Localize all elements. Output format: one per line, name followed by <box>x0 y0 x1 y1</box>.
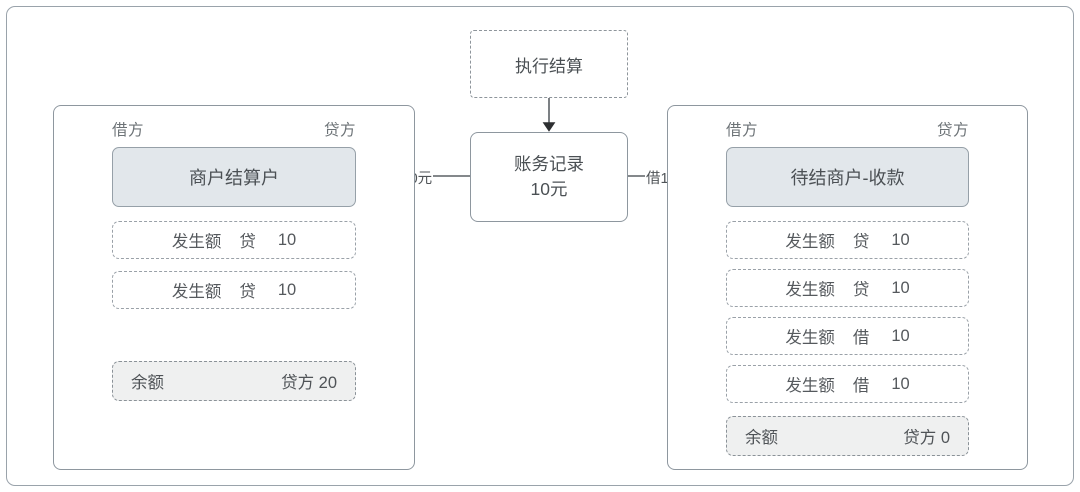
right-column-headers: 借方 贷方 <box>668 118 1027 140</box>
right-entry-1-direction: 贷 <box>852 233 870 251</box>
right-balance-label: 余额 <box>745 429 778 447</box>
left-entry-row-1[interactable]: 发生额 贷 10 <box>112 221 356 259</box>
right-entry-2-label: 发生额 <box>785 281 835 299</box>
left-balance-row[interactable]: 余额 贷方 20 <box>112 361 356 401</box>
right-balance-value: 贷方 0 <box>903 429 950 447</box>
right-entry-4-direction: 借 <box>852 377 870 395</box>
right-entry-row-2[interactable]: 发生额 贷 10 <box>726 269 969 307</box>
left-balance-value: 贷方 20 <box>281 374 337 392</box>
right-account-title-box[interactable]: 待结商户-收款 <box>726 147 969 207</box>
left-entry-1-direction: 贷 <box>239 233 256 251</box>
right-entry-row-1[interactable]: 发生额 贷 10 <box>726 221 969 259</box>
right-balance-row[interactable]: 余额 贷方 0 <box>726 416 969 456</box>
account-panel-left: 借方 贷方 商户结算户 发生额 贷 10 发生额 贷 10 余额 贷方 20 <box>53 105 415 470</box>
accounting-record-amount: 10元 <box>530 179 568 199</box>
right-entry-1-label: 发生额 <box>785 233 835 251</box>
left-entry-1-amount: 10 <box>277 230 297 249</box>
right-entry-row-3[interactable]: 发生额 借 10 <box>726 317 969 355</box>
right-entry-4-label: 发生额 <box>785 377 835 395</box>
accounting-record-node[interactable]: 账务记录 10元 <box>470 132 628 222</box>
right-account-title-label: 待结商户-收款 <box>790 168 905 188</box>
right-entry-3-label: 发生额 <box>785 329 835 347</box>
left-entry-row-2[interactable]: 发生额 贷 10 <box>112 271 356 309</box>
left-balance-label: 余额 <box>131 374 164 392</box>
right-entry-3-amount: 10 <box>891 326 910 345</box>
left-header-debit: 借方 <box>112 122 145 139</box>
exec-settlement-label: 执行结算 <box>515 56 583 76</box>
left-account-title-box[interactable]: 商户结算户 <box>112 147 356 207</box>
right-entry-3-direction: 借 <box>852 329 870 347</box>
left-entry-2-direction: 贷 <box>239 283 256 301</box>
left-account-title-label: 商户结算户 <box>189 168 279 188</box>
right-entry-2-amount: 10 <box>891 278 910 297</box>
exec-settlement-node[interactable]: 执行结算 <box>470 30 628 98</box>
left-entry-1-label: 发生额 <box>171 233 222 251</box>
accounting-record-title: 账务记录 <box>514 153 584 174</box>
left-entry-2-amount: 10 <box>277 280 297 299</box>
right-header-credit: 贷方 <box>936 122 969 139</box>
left-entry-2-label: 发生额 <box>171 283 222 301</box>
left-column-headers: 借方 贷方 <box>54 118 414 140</box>
right-entry-row-4[interactable]: 发生额 借 10 <box>726 365 969 403</box>
account-panel-right: 借方 贷方 待结商户-收款 发生额 贷 10 发生额 贷 10 发生额 借 10… <box>667 105 1028 470</box>
right-entry-2-direction: 贷 <box>852 281 870 299</box>
right-entry-4-amount: 10 <box>891 374 910 393</box>
right-header-debit: 借方 <box>726 122 759 139</box>
left-header-credit: 贷方 <box>323 122 356 139</box>
right-entry-1-amount: 10 <box>891 230 910 249</box>
